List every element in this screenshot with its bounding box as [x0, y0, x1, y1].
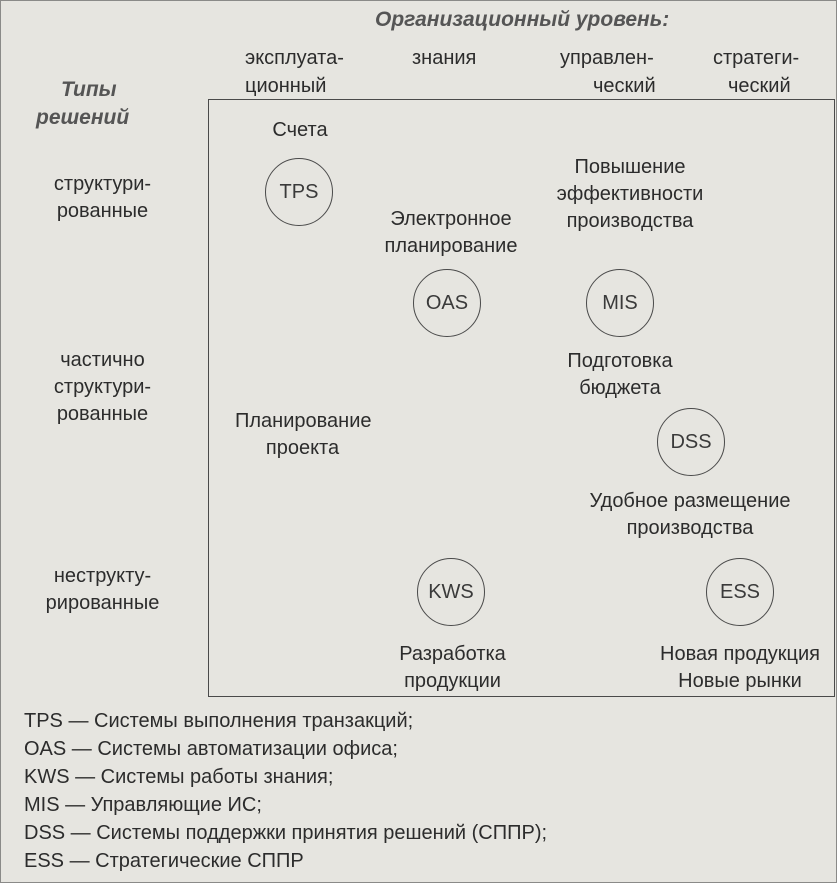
kws-code: KWS	[428, 580, 474, 603]
project-planning-line1: Планирование	[235, 410, 372, 432]
mis-label-line1: Повышение	[574, 156, 686, 178]
legend-item-oas: OAS — Системы автоматизации офиса;	[24, 738, 398, 760]
kws-circle: KWS	[417, 558, 485, 626]
decision-types-title-line1: Типы	[61, 78, 117, 101]
mis-label-line3: производства	[566, 210, 694, 232]
row-unstructured-line1: неструкту-	[53, 565, 152, 587]
ess-code: ESS	[719, 580, 761, 603]
mis-budget-line1: Подготовка	[567, 350, 673, 372]
row-semistructured-line3: рованные	[56, 403, 149, 425]
level-operational-line1: эксплуата-	[245, 47, 344, 69]
row-semistructured-line2: структури-	[53, 376, 152, 398]
mis-label-line2: эффективности	[556, 183, 704, 205]
org-level-title: Организационный уровень:	[375, 8, 670, 31]
ess-label-line1: Новая продукция	[660, 643, 820, 665]
project-planning-line2: проекта	[265, 437, 340, 459]
legend-item-kws: KWS — Системы работы знания;	[24, 766, 334, 788]
legend-item-mis: MIS — Управляющие ИС;	[24, 794, 262, 816]
dss-label-line1: Удобное размещение	[589, 490, 791, 512]
level-management-line1: управлен-	[560, 47, 654, 69]
mis-circle: MIS	[586, 269, 654, 337]
ess-label-line2: Новые рынки	[678, 670, 802, 692]
ess-circle: ESS	[706, 558, 774, 626]
dss-circle: DSS	[657, 408, 725, 476]
row-structured-line1: структури-	[53, 173, 152, 195]
oas-label-line2: планирование	[384, 235, 518, 257]
row-unstructured-line2: рированные	[45, 592, 160, 614]
kws-label-line2: продукции	[404, 670, 501, 692]
mis-code: MIS	[602, 291, 638, 314]
level-management-line2: ческий	[593, 75, 656, 97]
row-semistructured-line1: частично	[60, 349, 145, 371]
level-knowledge: знания	[412, 47, 477, 69]
level-strategic-line2: ческий	[728, 75, 791, 97]
tps-label: Счета	[272, 119, 328, 141]
oas-label-line1: Электронное	[390, 208, 512, 230]
decision-grid	[208, 99, 835, 697]
mis-budget-line2: бюджета	[579, 377, 661, 399]
legend-item-ess: ESS — Стратегические СППР	[24, 850, 304, 872]
dss-label-line2: производства	[626, 517, 754, 539]
tps-code: TPS	[279, 180, 319, 203]
legend-item-dss: DSS — Системы поддержки принятия решений…	[24, 822, 548, 844]
legend-item-tps: TPS — Системы выполнения транзакций;	[24, 710, 414, 732]
kws-label-line1: Разработка	[399, 643, 506, 665]
dss-code: DSS	[670, 430, 712, 453]
row-structured-line2: рованные	[56, 200, 149, 222]
oas-circle: OAS	[413, 269, 481, 337]
level-strategic-line1: стратеги-	[713, 47, 800, 69]
decision-types-title-line2: решений	[36, 106, 130, 129]
oas-code: OAS	[425, 291, 469, 314]
level-operational-line2: ционный	[245, 75, 327, 97]
tps-circle: TPS	[265, 158, 333, 226]
